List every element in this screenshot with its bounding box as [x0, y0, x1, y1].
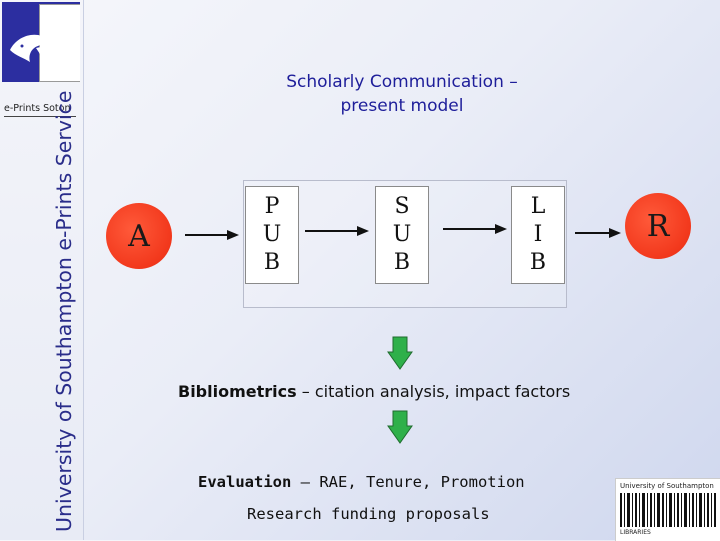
university-name: University of Southampton [620, 482, 714, 490]
stage-letter: B [263, 250, 281, 275]
arrow-down-icon [387, 336, 413, 370]
divider [4, 116, 76, 117]
research-funding-line: Research funding proposals [247, 505, 490, 523]
eprints-logo [2, 2, 80, 82]
title-line-2: present model [340, 96, 464, 116]
stage-box-pub: P U B [245, 186, 299, 284]
vertical-title: University of Southampton e-Prints Servi… [52, 90, 76, 532]
evaluation-line: Evaluation – RAE, Tenure, Promotion [198, 473, 525, 491]
slide-title: Scholarly Communication – present model [240, 70, 564, 118]
stage-letter: S [394, 194, 410, 219]
title-line-1: Scholarly Communication – [286, 72, 518, 92]
evaluation-desc: – RAE, Tenure, Promotion [291, 473, 525, 491]
evaluation-term: Evaluation [198, 473, 292, 491]
arrow-right-icon [575, 228, 621, 238]
dolphin-icon [10, 34, 61, 76]
libraries-label: LIBRARIES [620, 529, 651, 536]
arrow-right-icon [305, 226, 369, 236]
arrow-down-icon [387, 410, 413, 444]
bibliometrics-desc: – citation analysis, impact factors [296, 382, 571, 401]
reader-node: R [625, 193, 691, 259]
stage-letter: U [392, 222, 412, 247]
arrow-right-icon [443, 224, 507, 234]
university-logo: University of Southampton LIBRARIES [615, 478, 720, 541]
bibliometrics-line: Bibliometrics – citation analysis, impac… [178, 382, 570, 401]
stage-letter: P [264, 194, 280, 219]
stage-letter: I [533, 222, 543, 247]
arrow-right-icon [185, 230, 239, 240]
author-node: A [106, 203, 172, 269]
stage-box-sub: S U B [375, 186, 429, 284]
stage-letter: L [530, 194, 546, 219]
bibliometrics-term: Bibliometrics [178, 382, 297, 401]
stage-letter: B [393, 250, 411, 275]
stage-box-lib: L I B [511, 186, 565, 284]
logo-label: e-Prints Soton [4, 103, 71, 114]
stage-letter: B [529, 250, 547, 275]
stage-letter: U [262, 222, 282, 247]
sidebar: e-Prints Soton University of Southampton… [0, 0, 84, 540]
barcode-icon [620, 493, 716, 527]
